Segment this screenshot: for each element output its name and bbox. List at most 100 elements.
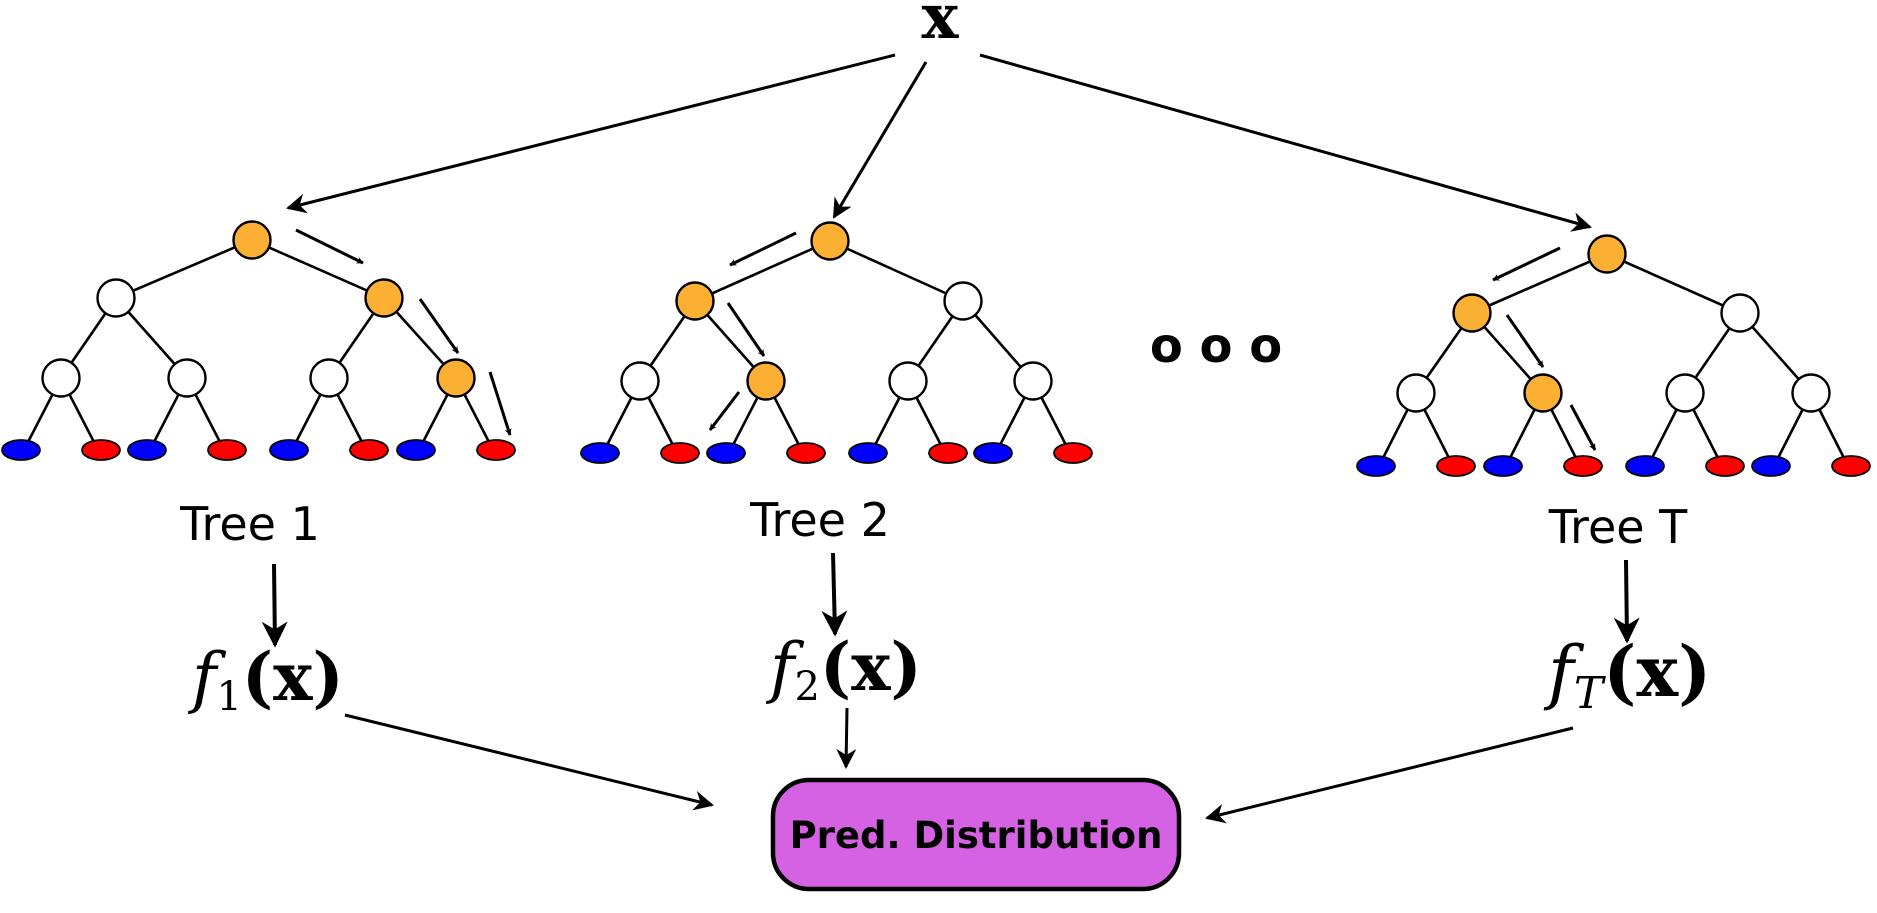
- tree-2-red-leaf: [1053, 442, 1093, 464]
- tree-2-output-arg: (x): [820, 628, 922, 706]
- tree-2-blue-leaf: [706, 442, 746, 464]
- tree-1-nodes: [1, 220, 516, 461]
- tree-2-label: Tree 2: [749, 493, 890, 547]
- tree-1-node: [96, 278, 136, 318]
- tree-T: [1356, 234, 1871, 477]
- tree-2-output-sub: 2: [794, 664, 819, 710]
- tree-1-node: [364, 278, 404, 318]
- tree-2-path-arrow: [726, 302, 766, 357]
- tree-1-output: f1(x): [187, 638, 344, 720]
- tree-1-output-arg: (x): [242, 638, 344, 716]
- tree-T-path-arrow: [1505, 314, 1545, 368]
- tree-1-red-leaf: [476, 439, 516, 461]
- tree-T-label: Tree T: [1548, 500, 1688, 554]
- output-1-to-aggregator-arrow: [344, 713, 714, 811]
- tree-2-node: [1013, 361, 1053, 401]
- tree-T-root-node: [1587, 234, 1627, 274]
- tree-T-red-leaf: [1563, 455, 1603, 477]
- tree-1-root-node: [232, 220, 272, 260]
- input-arrows: [286, 53, 1592, 232]
- tree-T-red-leaf: [1831, 455, 1871, 477]
- input-arrow-tree-1: [286, 53, 896, 214]
- tree-T-output-arg: (x): [1603, 630, 1711, 713]
- tree-2-blue-leaf: [580, 442, 620, 464]
- tree-1-blue-leaf: [269, 439, 309, 461]
- tree-T-nodes: [1356, 234, 1871, 477]
- tree-T-blue-leaf: [1483, 455, 1523, 477]
- tree-T-edges: [1380, 252, 1847, 461]
- tree-1-node: [167, 358, 207, 398]
- tree-1-output-sub: 1: [216, 674, 241, 720]
- tree-1-node: [41, 358, 81, 398]
- tree-1-node: [309, 358, 349, 398]
- tree-2-node: [746, 361, 786, 401]
- tree-T-path-arrows: [1492, 246, 1597, 451]
- tree-2: [580, 221, 1093, 464]
- tree-T-output: fT(x): [1543, 630, 1711, 719]
- tree-2-path-arrow: [708, 391, 741, 431]
- tree-T-node: [1396, 373, 1436, 413]
- tree-1-red-leaf: [207, 439, 247, 461]
- tree-2-blue-leaf: [973, 442, 1013, 464]
- tree-T-blue-leaf: [1751, 455, 1791, 477]
- tree-1-red-leaf: [81, 439, 121, 461]
- tree-T-output-sub: T: [1574, 668, 1607, 719]
- tree-2-blue-leaf: [848, 442, 888, 464]
- svg-text:fT(x): fT(x): [1543, 630, 1711, 719]
- tree-T-node: [1720, 293, 1760, 333]
- tree-T-edge: [1471, 252, 1608, 315]
- ellipsis: o o o: [1150, 318, 1282, 374]
- tree-1-path-arrow: [488, 371, 512, 436]
- tree-1-label: Tree 1: [179, 497, 320, 551]
- tree-2-output: f2(x): [765, 628, 922, 710]
- tree-T-node: [1523, 373, 1563, 413]
- tree-1-path-arrows: [295, 228, 512, 436]
- tree-2-edges: [604, 239, 1069, 448]
- tree-T-output-arrow: [1613, 559, 1640, 644]
- tree-2-node: [675, 281, 715, 321]
- tree-1-edge: [251, 238, 385, 300]
- tree-1-output-arrow: [261, 563, 288, 648]
- tree-T-path-arrow: [1492, 246, 1561, 282]
- output-T-to-aggregator-arrow: [1205, 726, 1574, 824]
- tree-T-red-leaf: [1705, 455, 1745, 477]
- tree-2-path-arrow: [729, 231, 797, 267]
- aggregator-label: Pred. Distribution: [790, 814, 1163, 857]
- tree-2-red-leaf: [786, 442, 826, 464]
- tree-2-red-leaf: [928, 442, 968, 464]
- tree-T-path-arrow: [1569, 404, 1597, 451]
- svg-text:f1(x): f1(x): [187, 638, 344, 720]
- tree-T-node: [1791, 373, 1831, 413]
- tree-1-path-arrow: [418, 298, 460, 354]
- tree-2-root-node: [810, 221, 850, 261]
- tree-2-edge: [829, 239, 964, 303]
- tree-1-red-leaf: [349, 439, 389, 461]
- tree-1-path-arrow: [295, 228, 364, 265]
- tree-T-node: [1452, 293, 1492, 333]
- tree-1-blue-leaf: [127, 439, 167, 461]
- tree-2-output-arrow: [821, 552, 848, 637]
- tree-1-edge: [115, 238, 253, 300]
- tree-2-node: [620, 361, 660, 401]
- input-arrow-tree-T: [979, 53, 1592, 232]
- input-arrow-tree-2: [832, 61, 928, 219]
- tree-1: [1, 220, 516, 461]
- tree-2-edge: [694, 239, 831, 303]
- tree-T-blue-leaf: [1356, 455, 1396, 477]
- tree-1-blue-leaf: [1, 439, 41, 461]
- tree-2-red-leaf: [660, 442, 700, 464]
- tree-T-red-leaf: [1436, 455, 1476, 477]
- tree-2-node: [888, 361, 928, 401]
- tree-1-node: [436, 358, 476, 398]
- tree-T-blue-leaf: [1625, 455, 1665, 477]
- tree-1-blue-leaf: [396, 439, 436, 461]
- tree-2-node: [943, 281, 983, 321]
- tree-1-edges: [25, 238, 492, 445]
- output-2-to-aggregator-arrow: [836, 707, 857, 769]
- tree-2-path-arrows: [708, 231, 797, 431]
- tree-2-nodes: [580, 221, 1093, 464]
- aggregator-box: [770, 777, 1182, 892]
- svg-text:f2(x): f2(x): [765, 628, 922, 710]
- tree-T-node: [1665, 373, 1705, 413]
